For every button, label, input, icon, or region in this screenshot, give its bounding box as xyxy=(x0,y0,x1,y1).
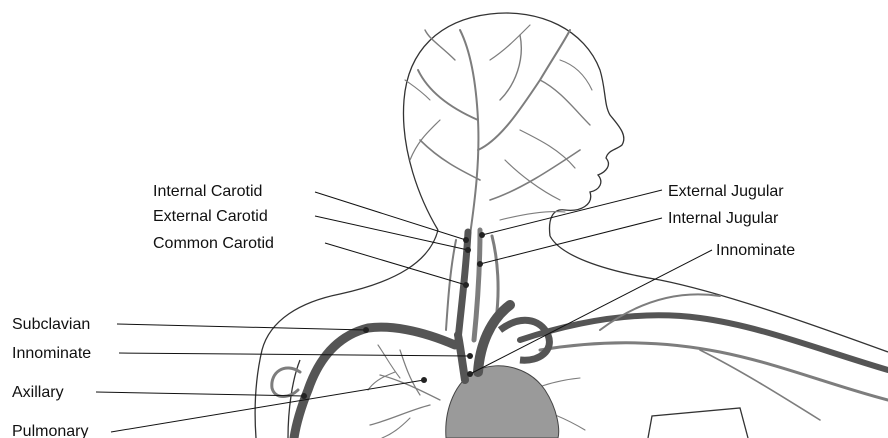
leader-lines xyxy=(96,190,712,432)
dot-innominate-right xyxy=(467,371,473,377)
label-subclavian: Subclavian xyxy=(12,316,90,333)
leader-innominate-left xyxy=(119,353,470,356)
leader-external-jugular xyxy=(482,190,662,235)
label-internal-carotid: Internal Carotid xyxy=(153,183,262,200)
dot-internal-carotid xyxy=(463,237,469,243)
label-internal-jugular: Internal Jugular xyxy=(668,210,779,227)
label-external-jugular: External Jugular xyxy=(668,183,784,200)
arm-vessels xyxy=(272,327,455,438)
head-outline xyxy=(403,13,623,236)
leader-pulmonary xyxy=(111,380,424,432)
dot-common-carotid xyxy=(463,282,469,288)
dot-subclavian xyxy=(363,327,369,333)
leader-subclavian xyxy=(117,324,366,330)
leader-common-carotid xyxy=(325,243,466,285)
label-axillary: Axillary xyxy=(12,384,64,401)
head-vessels xyxy=(405,25,592,235)
leader-internal-jugular xyxy=(480,218,662,264)
label-innominate-right: Innominate xyxy=(716,242,795,259)
dot-external-carotid xyxy=(465,247,471,253)
labels: Internal Carotid External Carotid Common… xyxy=(12,183,795,438)
right-arm-vessels xyxy=(520,294,888,420)
dot-axillary xyxy=(301,393,307,399)
label-innominate-left: Innominate xyxy=(12,345,91,362)
body-outline xyxy=(255,13,888,438)
dot-innominate-left xyxy=(467,353,473,359)
chest-outline xyxy=(648,408,748,438)
label-common-carotid: Common Carotid xyxy=(153,235,274,252)
label-pulmonary: Pulmonary xyxy=(12,423,88,438)
dot-external-jugular xyxy=(479,232,485,238)
label-external-carotid: External Carotid xyxy=(153,208,268,225)
dot-internal-jugular xyxy=(477,261,483,267)
dot-pulmonary xyxy=(421,377,427,383)
